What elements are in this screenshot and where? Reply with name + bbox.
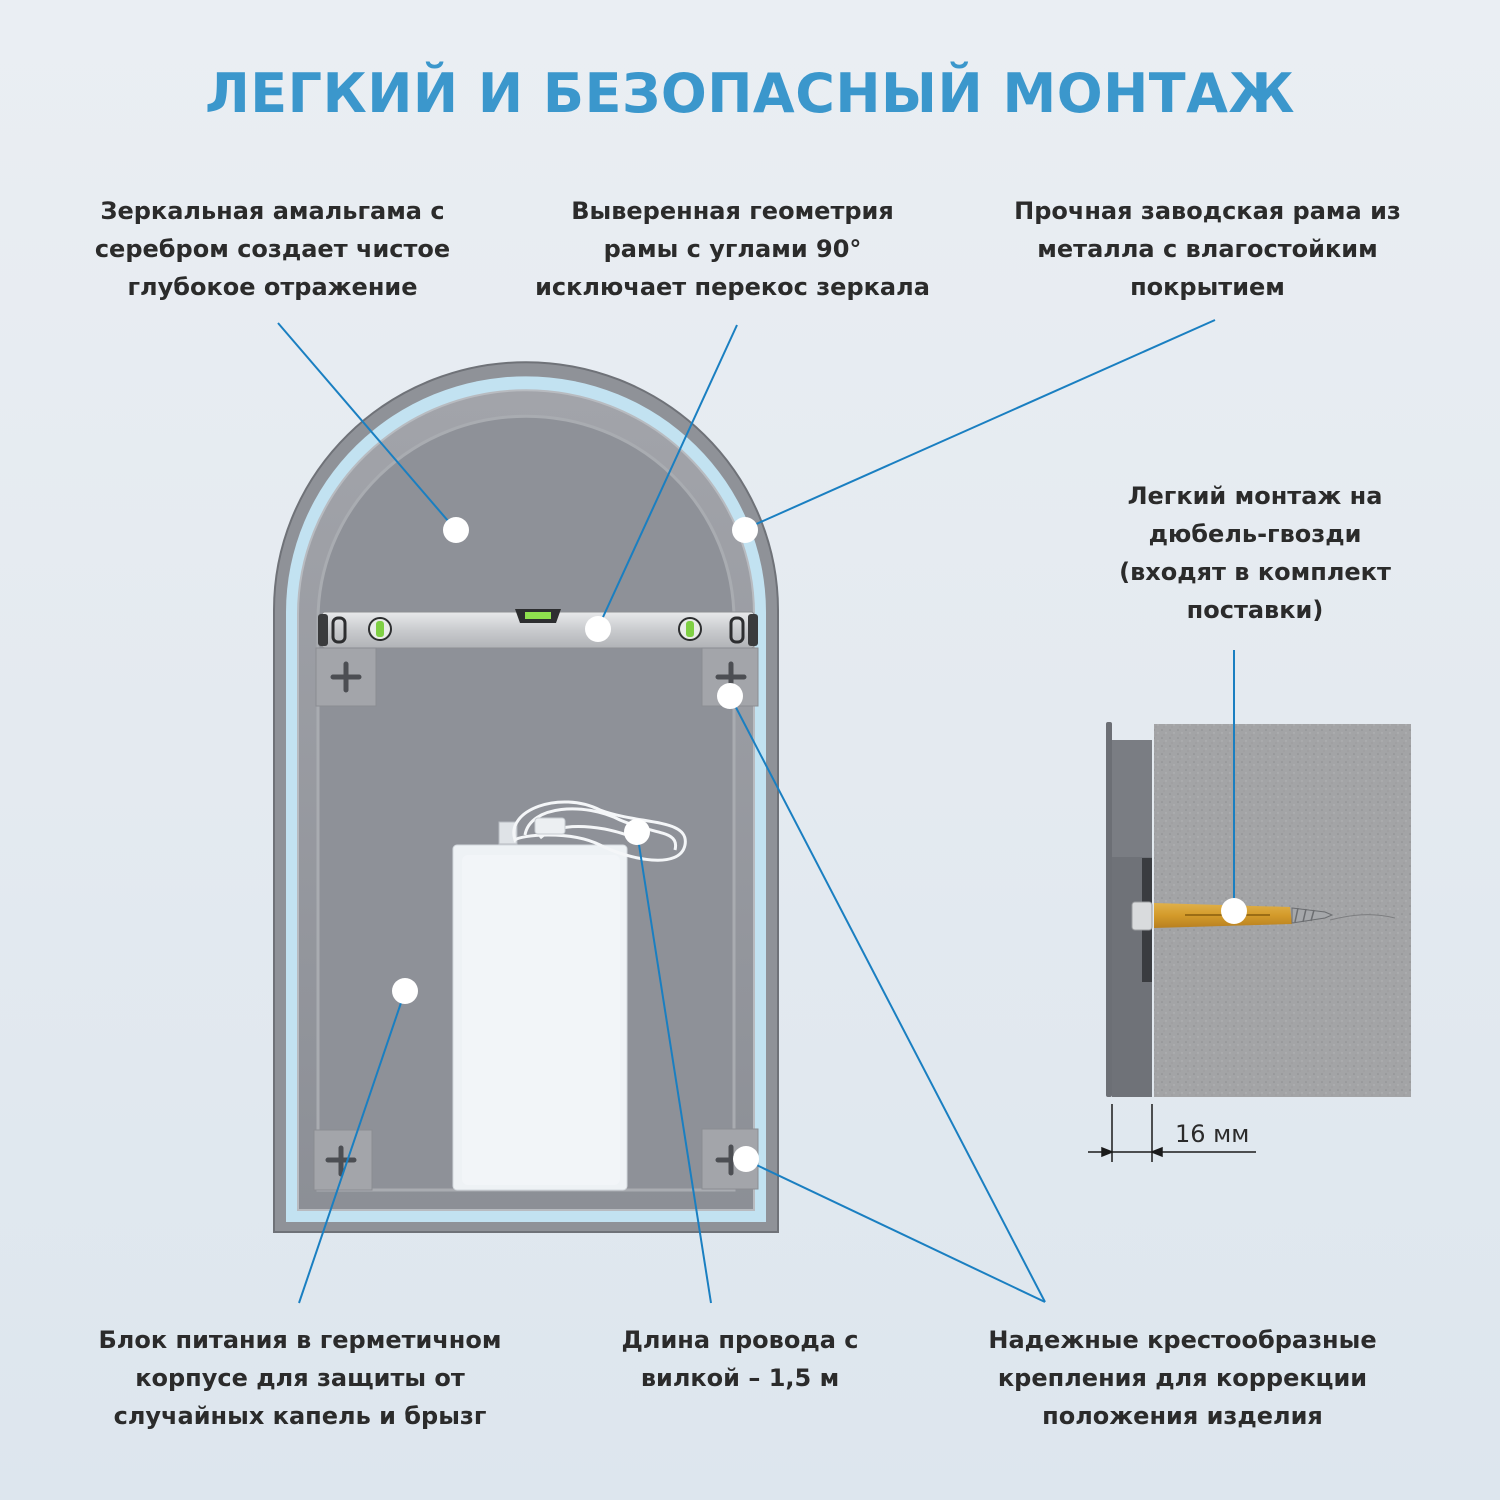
callout-line: корпусе для защиты от (135, 1364, 465, 1392)
dot-bracket-top (717, 683, 743, 709)
callout-line: положения изделия (1042, 1402, 1323, 1430)
callout-line: случайных капель и брызг (113, 1402, 487, 1430)
dot-geometry (585, 616, 611, 642)
callout-cable: Длина провода с вилкой – 1,5 м (580, 1321, 900, 1397)
callout-line: Надежные крестообразные (988, 1326, 1377, 1354)
dot-frame (732, 517, 758, 543)
callout-line: вилкой – 1,5 м (640, 1364, 840, 1392)
mirror-back (273, 361, 779, 1233)
callout-line: Прочная заводская рама из (1014, 197, 1401, 225)
dot-amalgam (443, 517, 469, 543)
bracket-top-left (315, 647, 377, 707)
dot-bracket-bottom (733, 1146, 759, 1172)
callout-line: глубокое отражение (127, 273, 418, 301)
callout-brackets: Надежные крестообразные крепления для ко… (950, 1321, 1415, 1435)
callout-line: металла с влагостойким (1037, 235, 1378, 263)
callout-line: рамы с углами 90° (603, 235, 862, 263)
dot-dowel (1221, 898, 1247, 924)
callout-line: дюбель-гвозди (1148, 520, 1362, 548)
callout-line: (входят в комплект (1119, 558, 1391, 586)
bracket-bottom-left (313, 1129, 373, 1191)
dimension-label: 16 мм (1175, 1120, 1249, 1148)
callout-line: Легкий монтаж на (1127, 482, 1383, 510)
page-title: ЛЕГКИЙ И БЕЗОПАСНЫЙ МОНТАЖ (204, 62, 1296, 125)
callout-dots (392, 517, 1247, 1172)
dot-power (392, 978, 418, 1004)
callout-line: Зеркальная амальгама с (100, 197, 445, 225)
callout-line: Выверенная геометрия (571, 197, 894, 225)
callout-line: поставки) (1186, 596, 1324, 624)
dot-cable (624, 819, 650, 845)
spirit-level (318, 609, 758, 649)
callout-line: серебром создает чистое (94, 235, 451, 263)
callout-line: Длина провода с (621, 1326, 859, 1354)
callout-line: исключает перекос зеркала (535, 273, 930, 301)
callout-dowels: Легкий монтаж на дюбель-гвозди (входят в… (1080, 477, 1430, 629)
callout-lines (277, 319, 1235, 1304)
callout-power-unit: Блок питания в герметичном корпусе для з… (60, 1321, 540, 1435)
callout-amalgam: Зеркальная амальгама с серебром создает … (40, 192, 505, 306)
callout-frame: Прочная заводская рама из металла с влаг… (975, 192, 1440, 306)
callout-line: покрытием (1130, 273, 1285, 301)
dimension-indicator (1088, 1104, 1256, 1162)
power-supply-unit (452, 821, 628, 1191)
callout-geometry: Выверенная геометрия рамы с углами 90° и… (500, 192, 965, 306)
callout-line: крепления для коррекции (997, 1364, 1368, 1392)
callout-line: Блок питания в герметичном (98, 1326, 502, 1354)
